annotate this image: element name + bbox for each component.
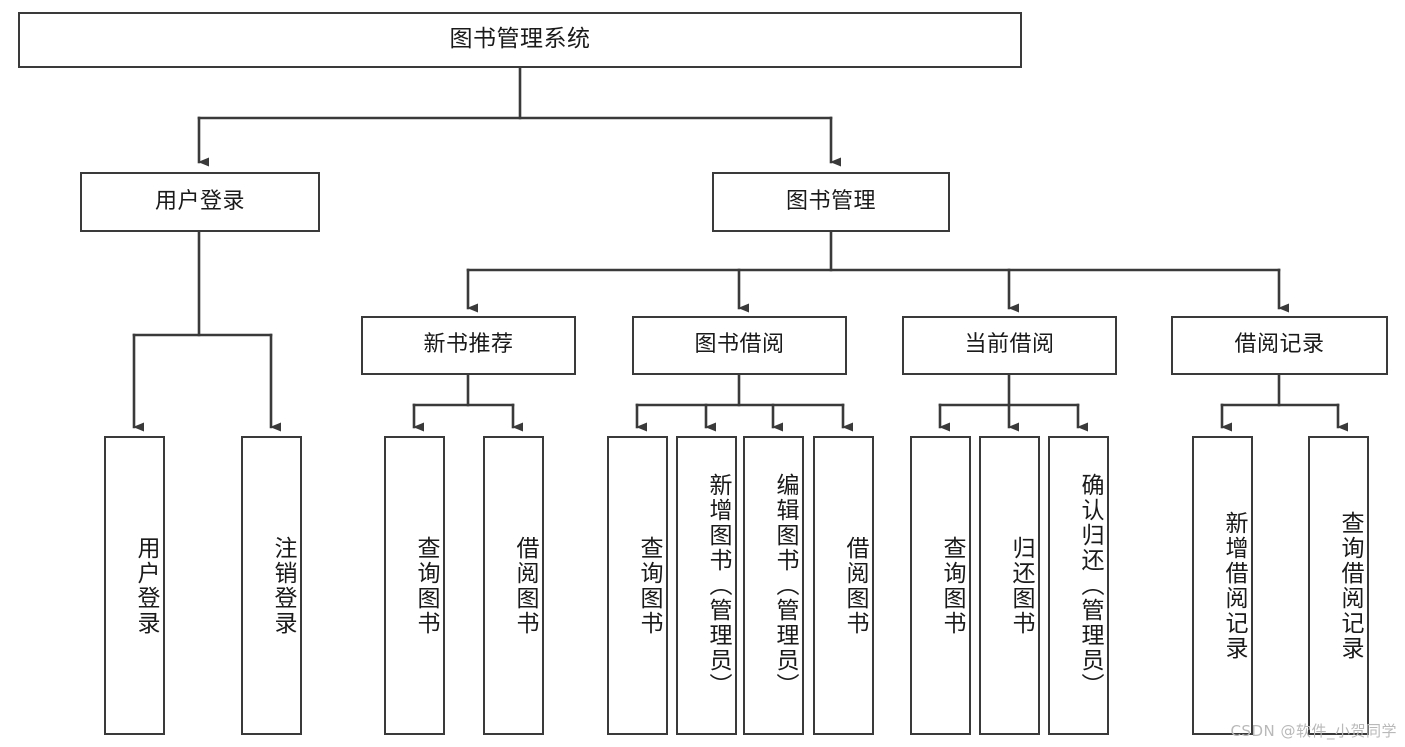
node-leaf-return-book-label: 归还图书 [1008, 535, 1034, 636]
node-root-system-label: 图书管理系统 [449, 26, 591, 53]
node-leaf-add-book-admin[interactable]: 新增图书（管理员） [676, 436, 737, 735]
node-leaf-borrow-query-book[interactable]: 查询图书 [607, 436, 668, 735]
node-borrow-record[interactable]: 借阅记录 [1171, 316, 1388, 375]
node-book-borrow-label: 图书借阅 [694, 332, 785, 358]
node-leaf-recommend-borrow-book[interactable]: 借阅图书 [483, 436, 544, 735]
node-leaf-logout[interactable]: 注销登录 [241, 436, 302, 735]
node-user-login-label: 用户登录 [154, 188, 245, 214]
node-book-borrow[interactable]: 图书借阅 [632, 316, 847, 375]
node-current-borrow-label: 当前借阅 [964, 332, 1055, 358]
node-book-management[interactable]: 图书管理 [712, 172, 950, 232]
node-leaf-edit-book-admin[interactable]: 编辑图书（管理员） [743, 436, 804, 735]
node-borrow-record-label: 借阅记录 [1234, 332, 1325, 358]
node-leaf-add-borrow-record-label: 新增借阅记录 [1221, 510, 1247, 661]
node-leaf-edit-book-admin-label: 编辑图书（管理员） [772, 473, 798, 698]
node-leaf-return-book[interactable]: 归还图书 [979, 436, 1040, 735]
node-leaf-add-borrow-record[interactable]: 新增借阅记录 [1192, 436, 1253, 735]
node-leaf-confirm-return-admin-label: 确认归还（管理员） [1077, 473, 1103, 698]
node-leaf-recommend-borrow-book-label: 借阅图书 [512, 535, 538, 636]
node-leaf-recommend-query-book-label: 查询图书 [413, 535, 439, 636]
node-user-login[interactable]: 用户登录 [80, 172, 320, 232]
node-book-management-label: 图书管理 [785, 188, 876, 214]
node-new-book-recommend[interactable]: 新书推荐 [361, 316, 576, 375]
node-leaf-add-book-admin-label: 新增图书（管理员） [705, 473, 731, 698]
node-current-borrow[interactable]: 当前借阅 [902, 316, 1117, 375]
node-leaf-current-query-book-label: 查询图书 [939, 535, 965, 636]
node-leaf-query-borrow-record-label: 查询借阅记录 [1337, 510, 1363, 661]
node-leaf-borrow-query-book-label: 查询图书 [636, 535, 662, 636]
node-leaf-confirm-return-admin[interactable]: 确认归还（管理员） [1048, 436, 1109, 735]
node-leaf-current-query-book[interactable]: 查询图书 [910, 436, 971, 735]
node-root-system[interactable]: 图书管理系统 [18, 12, 1022, 68]
node-leaf-recommend-query-book[interactable]: 查询图书 [384, 436, 445, 735]
node-leaf-borrow-book[interactable]: 借阅图书 [813, 436, 874, 735]
node-new-book-recommend-label: 新书推荐 [423, 332, 514, 358]
node-leaf-logout-label: 注销登录 [270, 535, 296, 636]
node-leaf-borrow-book-label: 借阅图书 [842, 535, 868, 636]
node-leaf-query-borrow-record[interactable]: 查询借阅记录 [1308, 436, 1369, 735]
node-leaf-user-login[interactable]: 用户登录 [104, 436, 165, 735]
node-leaf-user-login-label: 用户登录 [133, 535, 159, 636]
